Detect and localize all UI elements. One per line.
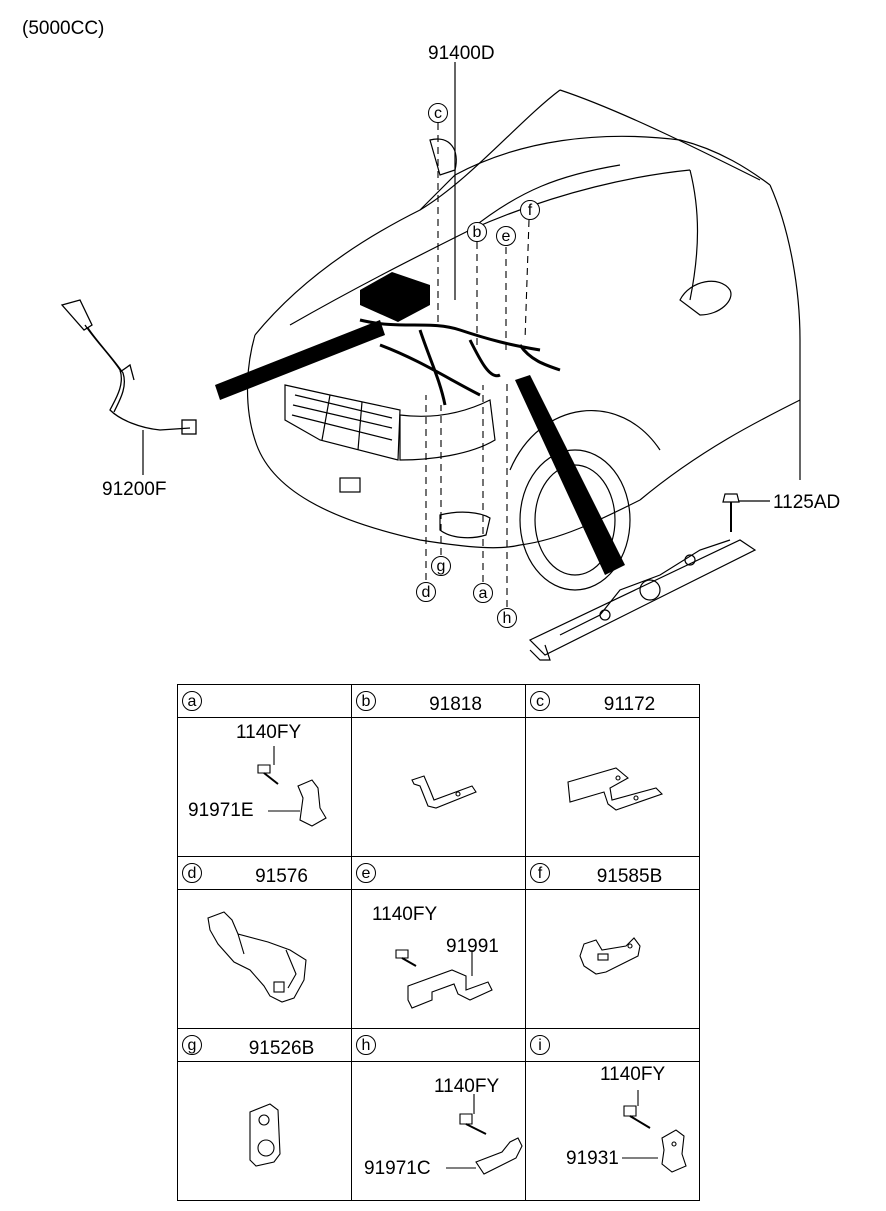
cell-i-body: 1140FY 91931 xyxy=(525,1061,700,1201)
cell-h-letter: h xyxy=(356,1035,376,1055)
cell-e-bolt[interactable]: 1140FY xyxy=(372,904,438,925)
cell-b-header: b 91818 xyxy=(351,684,526,718)
cell-c-header: c 91172 xyxy=(525,684,700,718)
part-label-harness[interactable]: 91400D xyxy=(428,43,495,64)
cell-d-header: d 91576 xyxy=(177,856,352,890)
cell-c-body xyxy=(525,717,700,857)
cell-g-body xyxy=(177,1061,352,1201)
callout-b[interactable]: b xyxy=(467,222,487,242)
cell-a-header: a xyxy=(177,684,352,718)
bracket-e-drawing xyxy=(395,949,493,1009)
engine-note: (5000CC) xyxy=(22,18,105,39)
cell-a-bolt[interactable]: 1140FY xyxy=(236,722,302,743)
cell-e-header: e xyxy=(351,856,526,890)
callout-e[interactable]: e xyxy=(496,226,516,246)
bracket-g-drawing xyxy=(249,1103,281,1167)
bracket-b-drawing xyxy=(411,775,477,809)
callout-d[interactable]: d xyxy=(416,582,436,602)
cell-f-letter: f xyxy=(530,863,550,883)
bracket-f-drawing xyxy=(579,937,641,975)
cell-a-bracket[interactable]: 91971E xyxy=(188,800,254,821)
cell-b-part[interactable]: 91818 xyxy=(429,694,482,715)
bracket-i-drawing xyxy=(622,1090,687,1173)
callout-h[interactable]: h xyxy=(497,608,517,628)
cell-d-part[interactable]: 91576 xyxy=(255,866,308,887)
cell-g-part[interactable]: 91526B xyxy=(248,1038,315,1059)
bracket-a-drawing xyxy=(257,746,327,827)
cell-a-letter: a xyxy=(182,691,202,711)
cell-h-bolt[interactable]: 1140FY xyxy=(434,1076,500,1097)
cell-b-body xyxy=(351,717,526,857)
cell-h-body: 1140FY 91971C xyxy=(351,1061,526,1201)
cell-e-body: 1140FY 91991 xyxy=(351,889,526,1029)
car-illustration xyxy=(60,62,801,661)
bracket-d-drawing xyxy=(207,911,307,1003)
part-label-bolt[interactable]: 1125AD xyxy=(773,492,841,513)
cell-a-body: 1140FY 91971E xyxy=(177,717,352,857)
parts-table: a b 91818 c 91172 1140FY 91971E xyxy=(177,684,700,1201)
cell-f-body xyxy=(525,889,700,1029)
callout-g[interactable]: g xyxy=(431,556,451,576)
cell-c-part[interactable]: 91172 xyxy=(603,694,656,715)
cell-i-letter: i xyxy=(530,1035,550,1055)
bracket-c-drawing xyxy=(567,767,664,811)
callout-c[interactable]: c xyxy=(428,103,448,123)
callout-f[interactable]: f xyxy=(520,200,540,220)
cell-f-header: f 91585B xyxy=(525,856,700,890)
cell-f-part[interactable]: 91585B xyxy=(596,866,663,887)
cell-d-letter: d xyxy=(182,863,202,883)
cell-h-header: h xyxy=(351,1028,526,1062)
cell-c-letter: c xyxy=(530,691,550,711)
cell-i-header: i xyxy=(525,1028,700,1062)
cell-e-letter: e xyxy=(356,863,376,883)
cell-i-bolt[interactable]: 1140FY xyxy=(600,1064,666,1085)
part-label-battery-cable[interactable]: 91200F xyxy=(102,479,167,500)
cell-e-bracket[interactable]: 91991 xyxy=(446,936,499,957)
cell-b-letter: b xyxy=(356,691,376,711)
bracket-h-drawing xyxy=(446,1094,523,1175)
cell-i-bracket[interactable]: 91931 xyxy=(566,1148,619,1169)
cell-d-body xyxy=(177,889,352,1029)
callout-a[interactable]: a xyxy=(473,583,493,603)
cell-h-bracket[interactable]: 91971C xyxy=(364,1158,431,1179)
cell-g-header: g 91526B xyxy=(177,1028,352,1062)
cell-g-letter: g xyxy=(182,1035,202,1055)
